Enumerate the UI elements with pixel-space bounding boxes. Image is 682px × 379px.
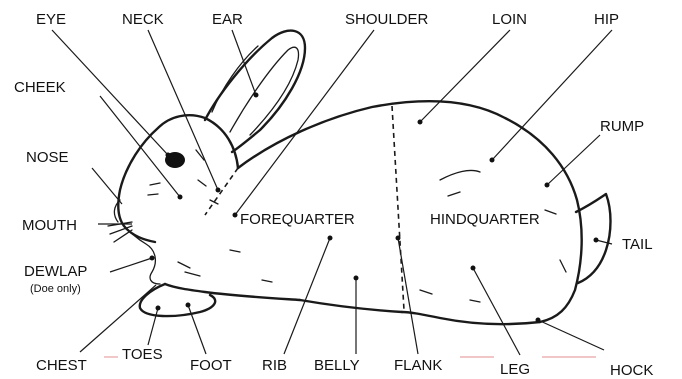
label-forequarter: FOREQUARTER bbox=[240, 211, 355, 228]
rabbit-ear-inner bbox=[230, 47, 299, 135]
label-eye: EYE bbox=[36, 11, 66, 28]
label-rump: RUMP bbox=[600, 118, 644, 135]
label-tail: TAIL bbox=[622, 236, 653, 253]
label-neck: NECK bbox=[122, 11, 164, 28]
label-shoulder: SHOULDER bbox=[345, 11, 429, 28]
label-chest: CHEST bbox=[36, 357, 87, 374]
rabbit-belly-outline bbox=[300, 300, 402, 312]
label-foot: FOOT bbox=[190, 357, 232, 374]
rabbit-head-outline bbox=[118, 115, 238, 242]
label-ear: EAR bbox=[212, 11, 243, 28]
label-mouth: MOUTH bbox=[22, 217, 77, 234]
label-hindquarter: HINDQUARTER bbox=[430, 211, 540, 228]
rabbit-chest-outline bbox=[165, 284, 300, 300]
label-dewlap: DEWLAP bbox=[24, 263, 87, 280]
label-leg: LEG bbox=[500, 361, 530, 378]
label-belly: BELLY bbox=[314, 357, 360, 374]
rabbit-illustration bbox=[108, 31, 611, 325]
label-hip: HIP bbox=[594, 11, 619, 28]
leader-lines bbox=[52, 30, 612, 357]
quarter-divider-line bbox=[392, 106, 404, 310]
label-cheek: CHEEK bbox=[14, 79, 66, 96]
label-toes: TOES bbox=[122, 346, 163, 363]
rabbit-whiskers bbox=[108, 222, 132, 242]
label-rib: RIB bbox=[262, 357, 287, 374]
label-hock: HOCK bbox=[610, 362, 653, 379]
rabbit-hindfoot-outline bbox=[402, 312, 540, 324]
label-loin: LOIN bbox=[492, 11, 527, 28]
label-flank: FLANK bbox=[394, 357, 442, 374]
label-nose: NOSE bbox=[26, 149, 69, 166]
label-dewlap-note: (Doe only) bbox=[30, 283, 81, 295]
neck-divider-line bbox=[205, 168, 238, 215]
